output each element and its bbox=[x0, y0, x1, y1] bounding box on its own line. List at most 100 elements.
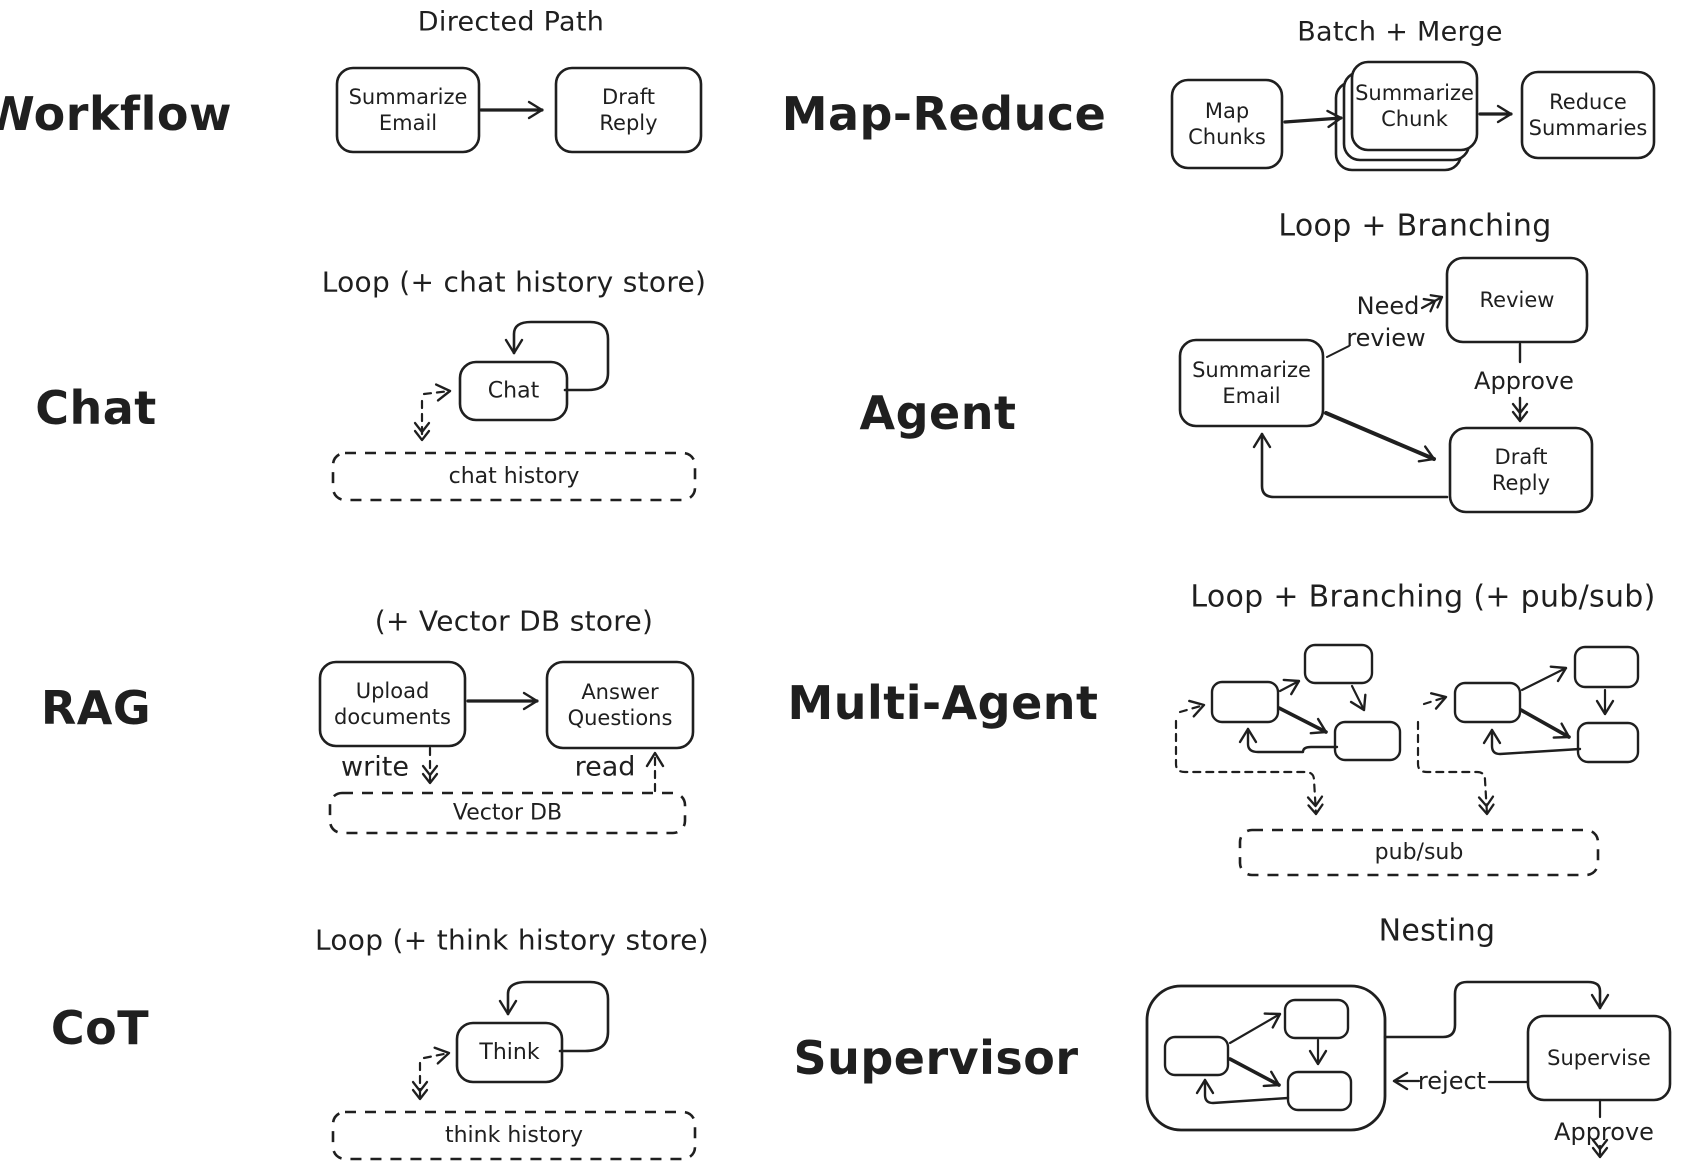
map-reduce-node-reduce-summaries-label: Summaries bbox=[1529, 116, 1648, 140]
section-multi-agent: pub/sub Loop + Branching (+ pub/sub) Multi… bbox=[787, 580, 1655, 877]
workflow-node-draft-reply bbox=[554, 66, 703, 154]
map-reduce-edge-chunks-to-summarize-arrow bbox=[1283, 109, 1343, 129]
multi-agent-edge-agent1-top-to-bottom-arrow bbox=[1349, 684, 1367, 712]
multi-agent-node-agent2-node-bottom bbox=[1576, 721, 1640, 764]
agent-node-summarize-email bbox=[1178, 338, 1325, 428]
multi-agent-title: Loop + Branching (+ pub/sub) bbox=[1190, 580, 1655, 615]
workflow-node-draft-reply-label: Reply bbox=[599, 111, 657, 135]
agent-section-label: Agent bbox=[860, 386, 1017, 440]
rag-read-label: read bbox=[575, 752, 636, 783]
agent-node-summarize-email-label: Email bbox=[1222, 384, 1280, 408]
multi-agent-edge-agent2-left-to-bottom-thick-arrow bbox=[1519, 708, 1571, 739]
rag-section-label: RAG bbox=[41, 681, 151, 735]
supervisor-title: Nesting bbox=[1379, 914, 1496, 949]
rag-node-answer-questions-label: Questions bbox=[568, 706, 673, 730]
rag-node-vector-db-store bbox=[328, 791, 687, 835]
rag-write-label: write bbox=[341, 752, 409, 783]
rag-node-upload-documents-label: documents bbox=[334, 705, 451, 729]
agent-node-summarize-email-label: Summarize bbox=[1192, 358, 1311, 382]
agent-need-review-label-line2: review bbox=[1346, 324, 1425, 352]
multi-agent-edge-agent1-return-loop bbox=[1238, 727, 1339, 754]
map-reduce-node-reduce-summaries bbox=[1520, 70, 1656, 160]
map-reduce-title: Batch + Merge bbox=[1297, 17, 1503, 48]
rag-node-answer-questions-label: Answer bbox=[581, 680, 659, 704]
multi-agent-edge-agent2-return-loop bbox=[1482, 728, 1582, 756]
agent-node-draft-reply-label: Draft bbox=[1495, 445, 1548, 469]
supervisor-edge-nested-return-loop bbox=[1195, 1078, 1290, 1105]
supervisor-node-nested-node-bottom bbox=[1286, 1070, 1353, 1112]
rag-title: (+ Vector DB store) bbox=[375, 605, 654, 638]
supervisor-reject-label: reject bbox=[1418, 1067, 1486, 1095]
agent-node-review bbox=[1445, 256, 1589, 344]
map-reduce-node-map-chunks-label: Chunks bbox=[1188, 125, 1266, 149]
multi-agent-section-label: Multi-Agent bbox=[787, 676, 1098, 730]
chat-edge-chat-dashed-in-arrow bbox=[422, 383, 452, 402]
supervisor-node-nested-node-top bbox=[1283, 998, 1350, 1040]
agent-node-draft-reply-label: Reply bbox=[1492, 471, 1550, 495]
map-reduce-node-reduce-summaries-label: Reduce bbox=[1549, 90, 1627, 114]
workflow-node-summarize-email-label: Summarize bbox=[349, 85, 468, 109]
multi-agent-node-agent2-node-top bbox=[1573, 645, 1640, 689]
supervisor-approve-label: Approve bbox=[1554, 1118, 1654, 1146]
agent-edge-need-review-connector bbox=[1326, 345, 1350, 358]
multi-agent-node-agent1-node-top bbox=[1303, 643, 1374, 685]
agent-need-review-label-line1: Need bbox=[1357, 292, 1420, 320]
multi-agent-edge-agent2-to-pubsub-arrow bbox=[1416, 720, 1495, 816]
agent-node-draft-reply bbox=[1448, 426, 1594, 514]
map-reduce-section-label: Map-Reduce bbox=[782, 87, 1107, 141]
workflow-title: Directed Path bbox=[418, 7, 604, 38]
agent-title: Loop + Branching bbox=[1278, 209, 1551, 244]
chat-node-chat-history-store bbox=[331, 451, 697, 502]
cot-edge-think-dashed-in-arrow bbox=[422, 1046, 451, 1065]
cot-node-think-label: Think bbox=[478, 1040, 539, 1065]
multi-agent-edge-agent1-left-to-bottom-thick-arrow bbox=[1277, 706, 1328, 735]
multi-agent-node-agent1-node-bottom bbox=[1333, 720, 1402, 762]
map-reduce-node-map-chunks bbox=[1170, 78, 1284, 170]
supervisor-edge-nested-left-to-top-arrow bbox=[1228, 1012, 1282, 1045]
agent-edge-need-review-arrow bbox=[1420, 294, 1444, 313]
workflow-node-summarize-email bbox=[335, 66, 481, 154]
multi-agent-edge-agent1-left-to-top-arrow bbox=[1278, 678, 1301, 696]
rag-node-upload-documents bbox=[318, 660, 467, 748]
map-reduce-node-summarize-chunk-label: Chunk bbox=[1381, 107, 1449, 131]
chat-section-label: Chat bbox=[35, 381, 157, 435]
workflow-node-summarize-email-label: Email bbox=[379, 111, 437, 135]
chat-node-chat-history-store-label: chat history bbox=[449, 464, 580, 489]
multi-agent-node-pub-sub-store-label: pub/sub bbox=[1375, 840, 1464, 865]
multi-agent-edge-agent2-dashed-in-arrow bbox=[1422, 692, 1448, 710]
map-reduce-node-summarize-chunk bbox=[1350, 60, 1479, 152]
multi-agent-edge-agent2-left-to-top-arrow bbox=[1520, 665, 1568, 692]
cot-title: Loop (+ think history store) bbox=[315, 924, 709, 957]
chat-node-chat-label: Chat bbox=[488, 379, 540, 404]
agent-node-review-label: Review bbox=[1480, 288, 1555, 312]
section-cot: Think think history Loop (+ think history … bbox=[51, 924, 709, 1161]
multi-agent-node-agent1-node-left bbox=[1210, 680, 1280, 724]
cot-node-think-history-store-label: think history bbox=[445, 1123, 583, 1148]
agent-approve-label: Approve bbox=[1474, 367, 1574, 395]
cot-node-think-history-store bbox=[331, 1110, 697, 1161]
rag-node-vector-db-store-label: Vector DB bbox=[453, 801, 562, 826]
supervisor-section-label: Supervisor bbox=[793, 1031, 1078, 1085]
cot-section-label: CoT bbox=[51, 1001, 149, 1055]
chat-edge-chat-self-loop bbox=[504, 320, 610, 392]
supervisor-node-supervise-label: Supervise bbox=[1547, 1046, 1651, 1070]
supervisor-edge-nested-left-to-bottom-thick-arrow bbox=[1228, 1057, 1281, 1088]
supervisor-node-nested-node-left bbox=[1163, 1035, 1230, 1077]
multi-agent-node-pub-sub-store bbox=[1238, 828, 1600, 877]
cot-edge-think-self-loop bbox=[498, 980, 610, 1053]
workflow-section-label: Workflow bbox=[0, 87, 232, 141]
multi-agent-edge-agent1-dashed-in-arrow bbox=[1178, 699, 1206, 718]
section-map-reduce: MapChunksSummarizeChunkReduceSummariesBa… bbox=[782, 17, 1656, 172]
supervisor-edge-container-to-supervise-elbow bbox=[1383, 980, 1610, 1039]
agent-edge-draft-to-summarize-loop bbox=[1252, 432, 1449, 499]
multi-agent-edge-agent1-to-pubsub-arrow bbox=[1174, 719, 1324, 816]
rag-node-answer-questions bbox=[545, 660, 695, 750]
